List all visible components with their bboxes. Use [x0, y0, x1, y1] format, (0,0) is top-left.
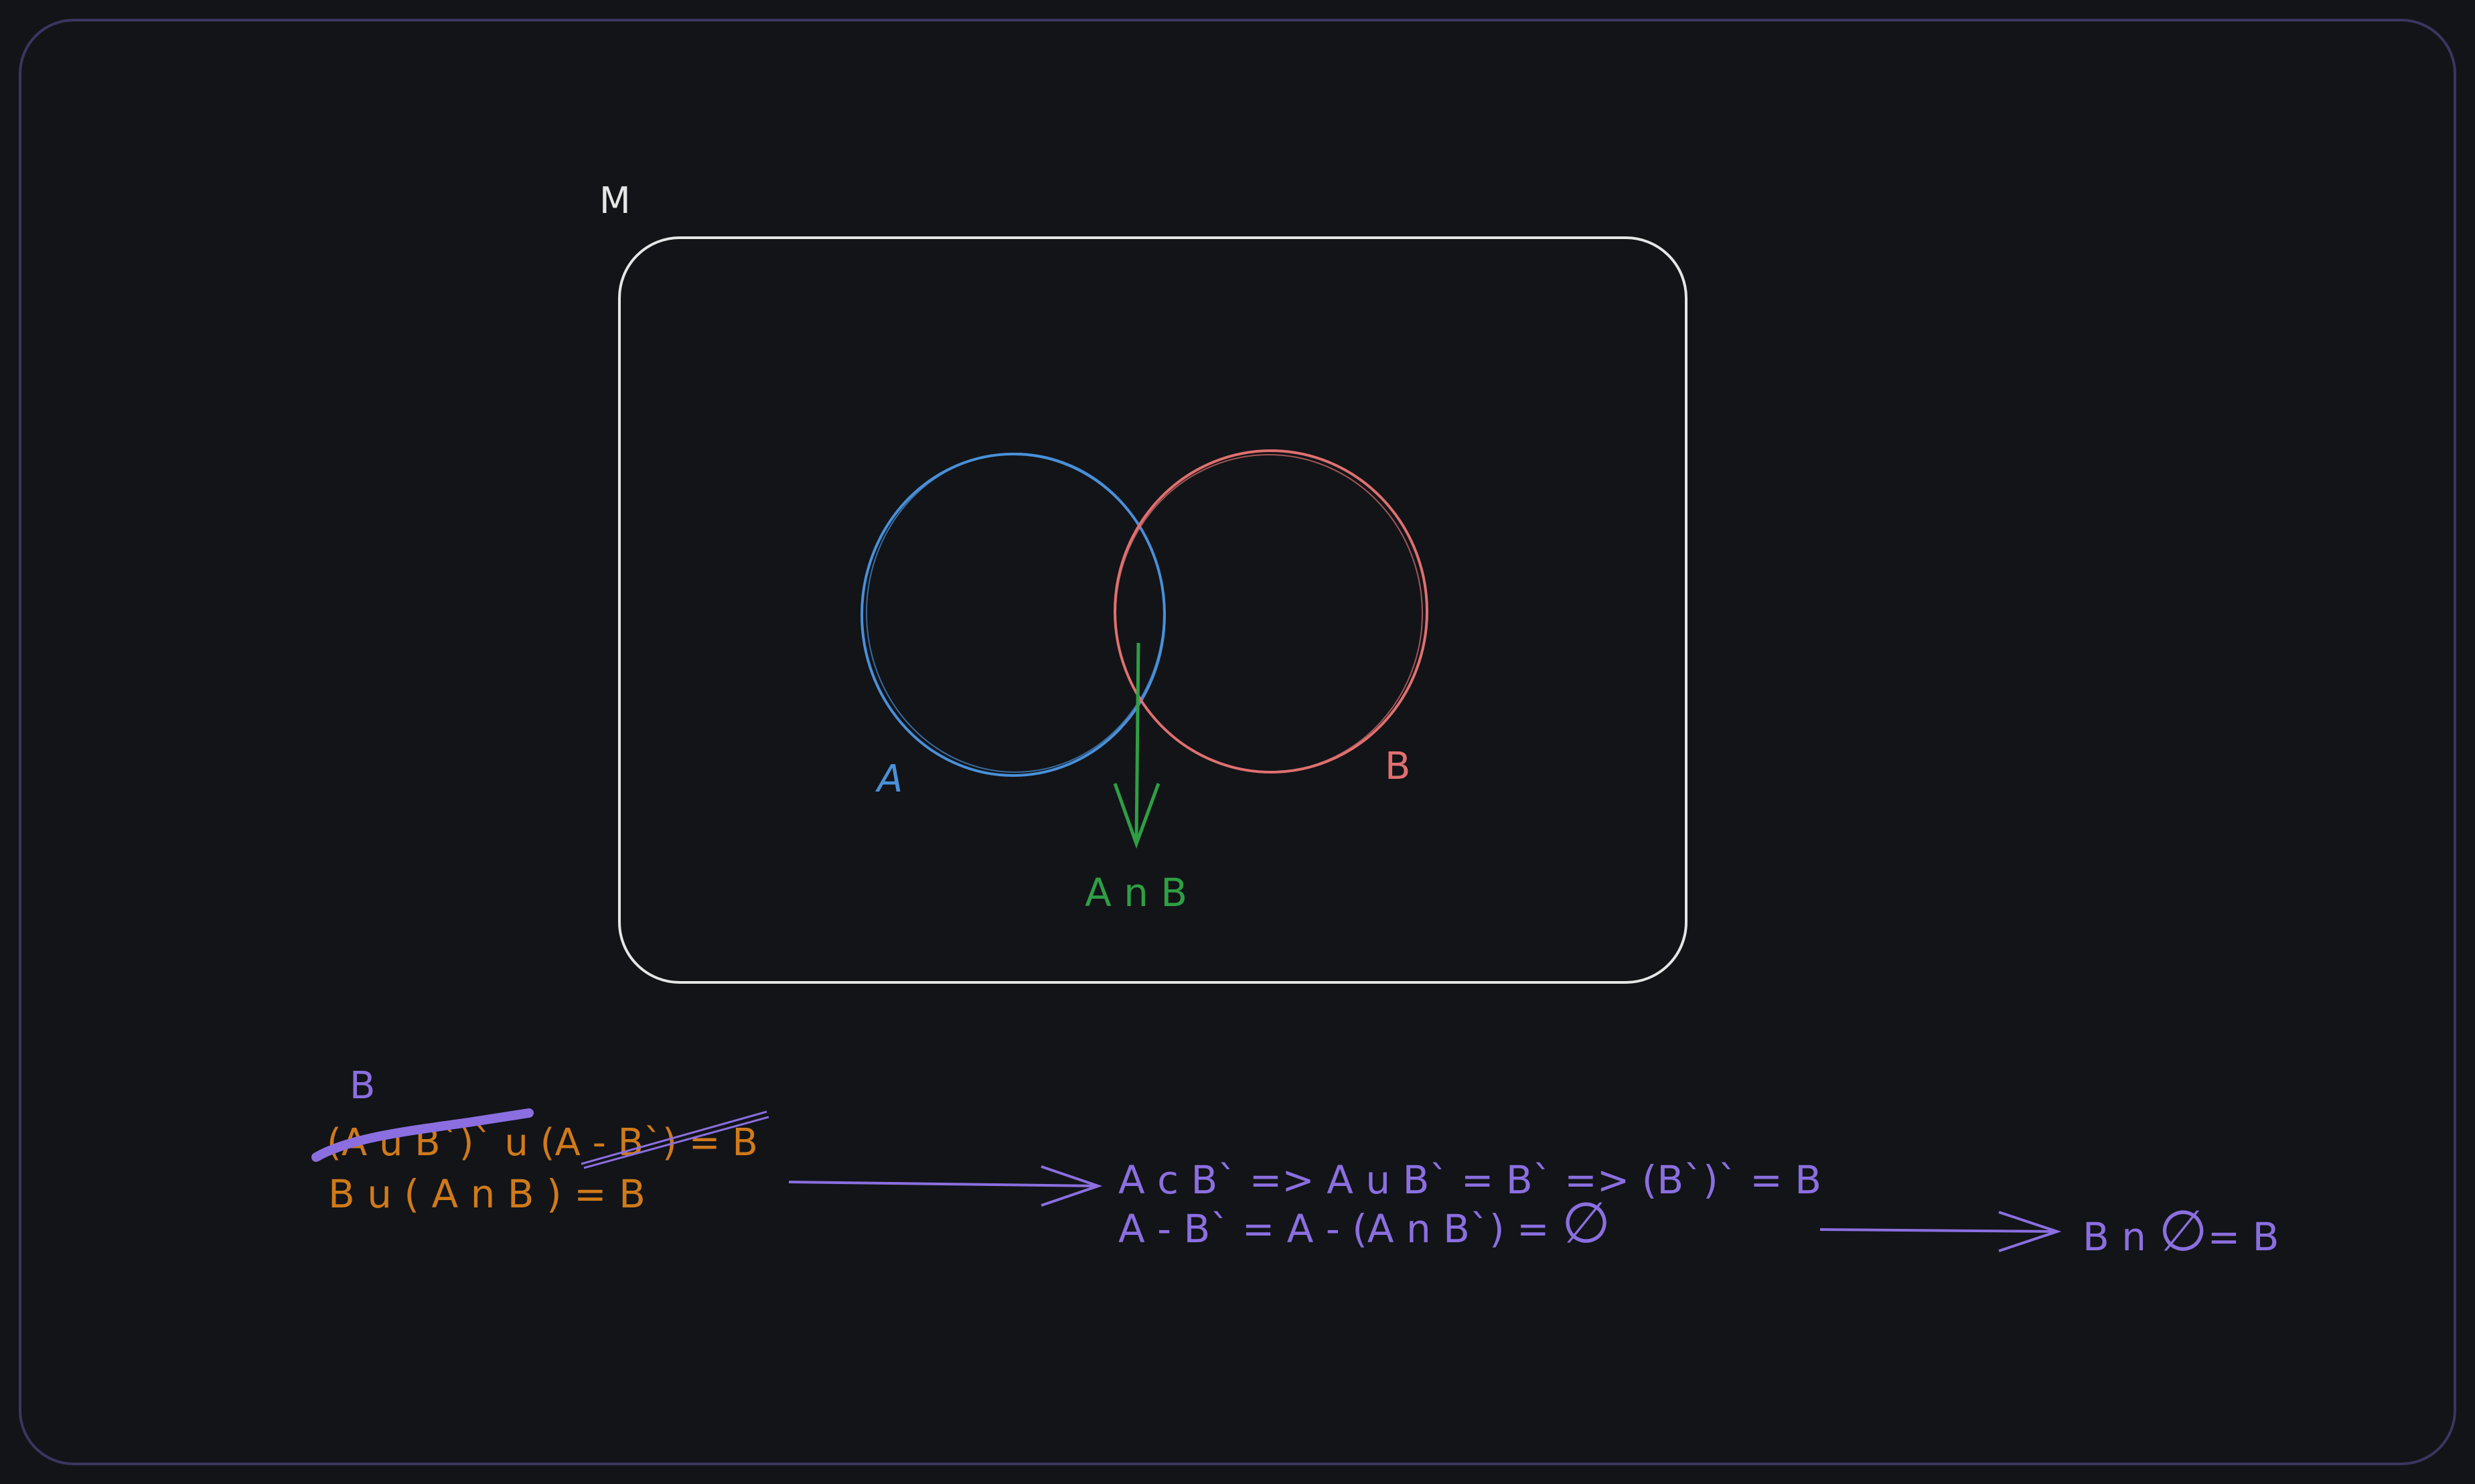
empty-set-symbol-1: ∅ — [1562, 1190, 1610, 1256]
intersection-arrow-head — [1113, 783, 1160, 849]
set-b-circle-sketch — [1115, 454, 1423, 773]
equation-line-4-prefix: A - B` = A - (A n B`) = — [1118, 1206, 1562, 1252]
set-a-circle-sketch — [866, 453, 1165, 773]
equation-line-5-prefix: B n — [2083, 1214, 2158, 1260]
implication-arrow-1-shaft[interactable] — [788, 1181, 1099, 1187]
empty-set-symbol-2: ∅ — [2158, 1198, 2207, 1264]
equation-line-1-right: = B — [677, 1121, 758, 1165]
intersection-label: A n B — [1085, 870, 1187, 915]
equation-line-4: A - B` = A - (A n B`) = ∅ — [1118, 1190, 1610, 1256]
set-b-label: B — [1385, 745, 1410, 788]
universe-label: M — [599, 179, 631, 222]
intersection-arrow-shaft[interactable] — [1134, 642, 1140, 843]
canvas-frame — [19, 19, 2456, 1465]
set-a-label: A — [875, 757, 903, 801]
implication-arrow-2-shaft[interactable] — [1819, 1228, 2058, 1233]
equation-line-1-mid: u — [493, 1121, 540, 1165]
set-b-circle[interactable] — [1114, 449, 1428, 773]
universe-rectangle[interactable] — [618, 236, 1687, 984]
annotation-b: B — [350, 1064, 375, 1108]
implication-arrow-2-head — [1998, 1211, 2062, 1252]
equation-line-3: A c B` => A u B` = B` => (B`)` = B — [1118, 1157, 1821, 1203]
strike-line-a — [581, 1110, 767, 1165]
implication-arrow-1-head — [1041, 1165, 1103, 1207]
equation-line-2: B u ( A n B ) = B — [328, 1171, 646, 1217]
equation-line-5: B n ∅= B — [2083, 1198, 2279, 1264]
equation-line-5-suffix: = B — [2208, 1214, 2279, 1260]
equation-line-1: (A u B`)` u (A - B`) = B — [327, 1121, 758, 1165]
scribble-strike — [311, 1108, 534, 1162]
strike-line-b — [583, 1116, 769, 1169]
